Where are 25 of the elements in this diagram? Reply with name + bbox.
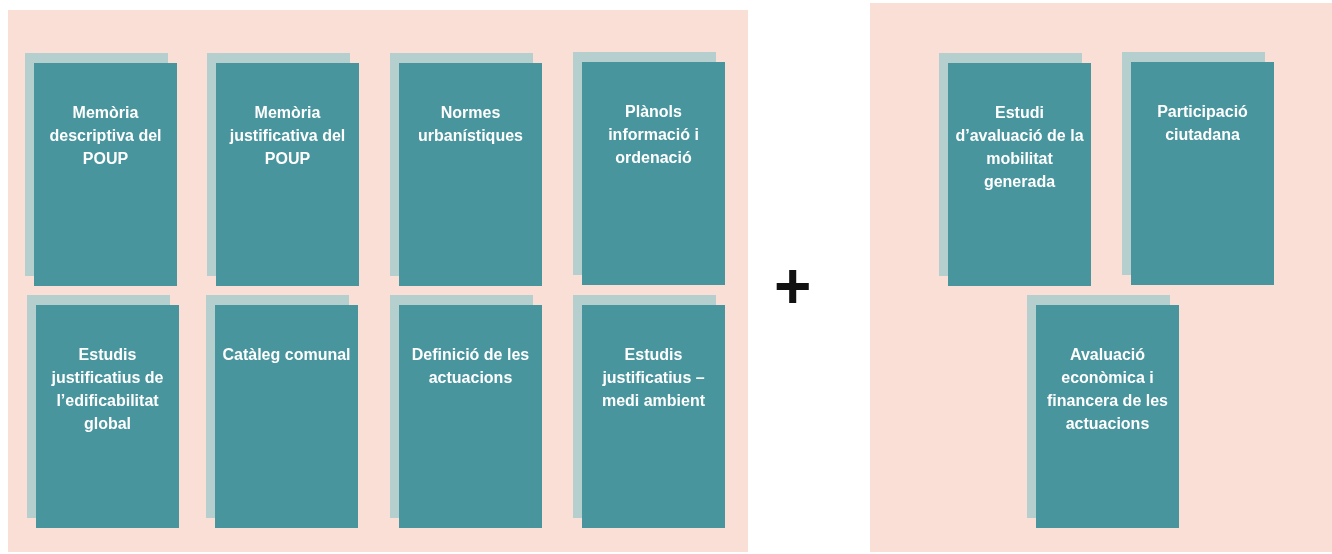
plus-sign: + bbox=[774, 254, 812, 318]
card-title: Normes urbanístiques bbox=[417, 103, 524, 146]
card-title: Estudi d’avaluació de la mobilitat generada bbox=[954, 103, 1085, 192]
document-card bbox=[948, 63, 1091, 286]
document-card bbox=[582, 62, 725, 285]
document-card bbox=[36, 305, 179, 528]
document-card bbox=[1036, 305, 1179, 528]
document-card bbox=[34, 63, 177, 286]
document-card bbox=[216, 63, 359, 286]
card-title: Memòria descriptiva del POUP bbox=[48, 103, 163, 169]
document-card bbox=[399, 63, 542, 286]
card-title: Estudis justificatius de l’edificabilitat global bbox=[50, 345, 165, 434]
document-card bbox=[582, 305, 725, 528]
document-card bbox=[1131, 62, 1274, 285]
group-panel bbox=[870, 3, 1332, 552]
card-title: Participació ciutadana bbox=[1156, 102, 1249, 145]
card-title: Plànols informació i ordenació bbox=[607, 102, 700, 168]
card-title: Avaluació econòmica i financera de les actuacions bbox=[1046, 345, 1169, 434]
card-title: Definició de les actuacions bbox=[410, 345, 531, 388]
group-panel bbox=[8, 10, 748, 552]
card-title: Estudis justificatius – medi ambient bbox=[600, 345, 707, 411]
document-card bbox=[399, 305, 542, 528]
card-title: Catàleg comunal bbox=[221, 345, 352, 365]
card-title: Memòria justificativa del POUP bbox=[228, 103, 347, 169]
document-card bbox=[215, 305, 358, 528]
